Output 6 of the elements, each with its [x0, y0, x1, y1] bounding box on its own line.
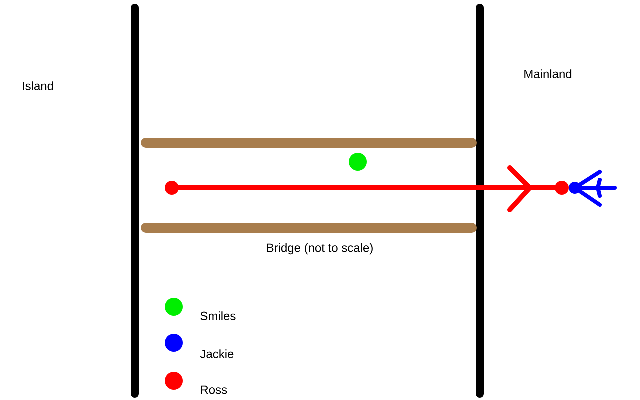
text-label: Mainland	[524, 70, 572, 78]
text-label: Island	[23, 82, 54, 90]
legend-label: Ross	[201, 386, 228, 394]
legend-label: Jackie	[200, 350, 234, 358]
text-label: Bridge (not to scale)	[267, 243, 373, 255]
legend-label: Smiles	[200, 312, 236, 320]
